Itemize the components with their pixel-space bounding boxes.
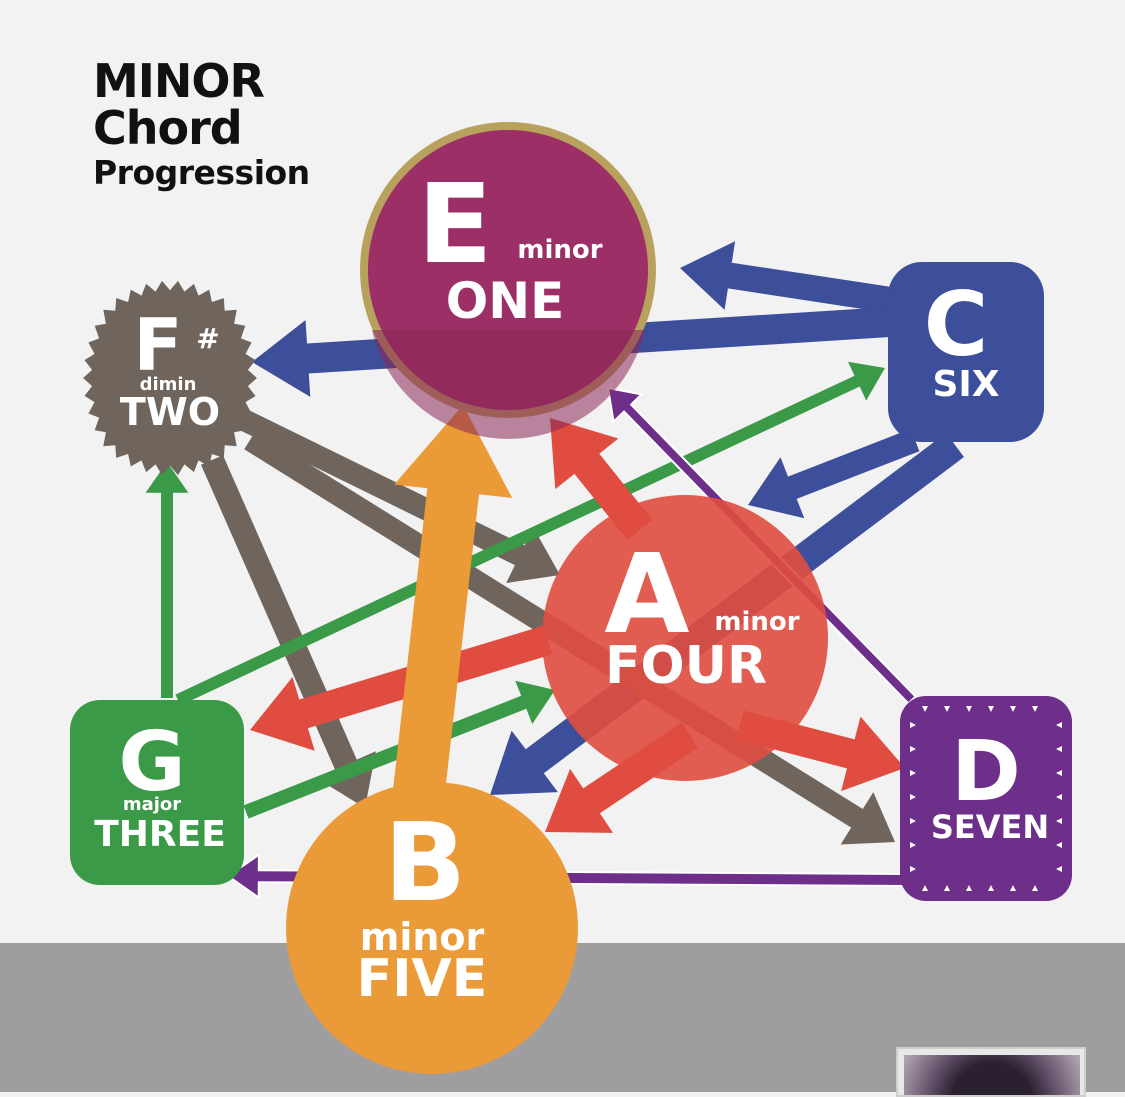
seven-tick-12 xyxy=(910,722,916,728)
chord-two-quality: dimin xyxy=(140,374,197,395)
chord-six-letter: C xyxy=(924,273,989,376)
seven-tick-13 xyxy=(1056,722,1062,728)
diagram-title: MINOR Chord Progression xyxy=(93,58,310,189)
seven-tick-10 xyxy=(1032,706,1038,712)
chord-node-five: B minor FIVE xyxy=(286,782,578,1074)
chord-six-degree: SIX xyxy=(932,364,999,405)
chord-one-letter: E xyxy=(417,160,492,288)
chord-one-quality: minor xyxy=(517,235,602,265)
chord-node-seven: D SEVEN xyxy=(900,696,1072,901)
seven-tick-5 xyxy=(966,885,972,891)
seven-tick-16 xyxy=(910,770,916,776)
title-line-3: Progression xyxy=(93,152,310,192)
seven-tick-14 xyxy=(910,746,916,752)
chord-two-degree: TWO xyxy=(120,390,220,434)
chord-five-circle xyxy=(286,782,578,1074)
seven-tick-21 xyxy=(1056,818,1062,824)
chord-two-letter: F xyxy=(133,303,182,387)
seven-tick-15 xyxy=(1056,746,1062,752)
thumbnail-photo xyxy=(904,1055,1080,1095)
chord-five-letter: B xyxy=(384,801,466,926)
seven-tick-7 xyxy=(988,885,994,891)
seven-tick-11 xyxy=(1032,885,1038,891)
seven-tick-23 xyxy=(1056,842,1062,848)
chord-three-letter: G xyxy=(118,715,185,810)
arrow-three-two xyxy=(145,462,189,698)
seven-tick-24 xyxy=(910,866,916,872)
arrow-three-six xyxy=(175,361,885,706)
arrow-six-one xyxy=(680,241,892,313)
chord-seven-ticks xyxy=(910,706,1062,891)
thumbnail-image xyxy=(896,1047,1086,1097)
seven-tick-17 xyxy=(1056,770,1062,776)
seven-tick-4 xyxy=(966,706,972,712)
title-line-1: MINOR xyxy=(93,54,265,108)
chord-seven-letter: D xyxy=(951,722,1021,820)
arrow-two-four xyxy=(235,408,560,583)
chord-five-quality: minor xyxy=(360,915,485,959)
seven-tick-1 xyxy=(922,885,928,891)
seven-tick-22 xyxy=(910,842,916,848)
chord-three-quality: major xyxy=(123,794,181,815)
seven-tick-25 xyxy=(1056,866,1062,872)
chord-four-degree: FOUR xyxy=(605,636,767,696)
chord-node-two: F # dimin TWO xyxy=(83,280,257,476)
seven-tick-19 xyxy=(1056,794,1062,800)
chord-four-letter: A xyxy=(604,530,689,658)
title-line-2: Chord xyxy=(93,100,243,155)
chord-four-circle xyxy=(542,495,828,781)
seven-tick-3 xyxy=(944,885,950,891)
chord-node-one: E minor ONE xyxy=(360,122,656,439)
chord-three-degree: THREE xyxy=(94,814,226,855)
chord-seven-degree: SEVEN xyxy=(931,808,1049,846)
seven-tick-18 xyxy=(910,794,916,800)
seven-tick-0 xyxy=(922,706,928,712)
seven-tick-6 xyxy=(988,706,994,712)
arrow-five-one xyxy=(384,405,513,873)
seven-tick-2 xyxy=(944,706,950,712)
chord-two-badge xyxy=(83,280,257,476)
chord-five-degree: FIVE xyxy=(357,949,488,1009)
chord-one-shade xyxy=(372,330,645,439)
chord-three-box xyxy=(70,700,244,885)
chord-six-box xyxy=(888,262,1044,442)
chord-node-three: G major THREE xyxy=(70,700,244,885)
arrow-four-three xyxy=(250,625,553,751)
arrow-six-four xyxy=(748,428,920,519)
chord-one-degree: ONE xyxy=(446,272,565,330)
chord-node-four: A minor FOUR xyxy=(542,495,828,781)
seven-tick-8 xyxy=(1010,706,1016,712)
chord-two-accidental: # xyxy=(196,322,219,355)
chord-four-quality: minor xyxy=(714,607,799,637)
chord-node-six: C SIX xyxy=(888,262,1044,442)
seven-tick-9 xyxy=(1010,885,1016,891)
seven-tick-20 xyxy=(910,818,916,824)
chord-seven-box xyxy=(900,696,1072,901)
